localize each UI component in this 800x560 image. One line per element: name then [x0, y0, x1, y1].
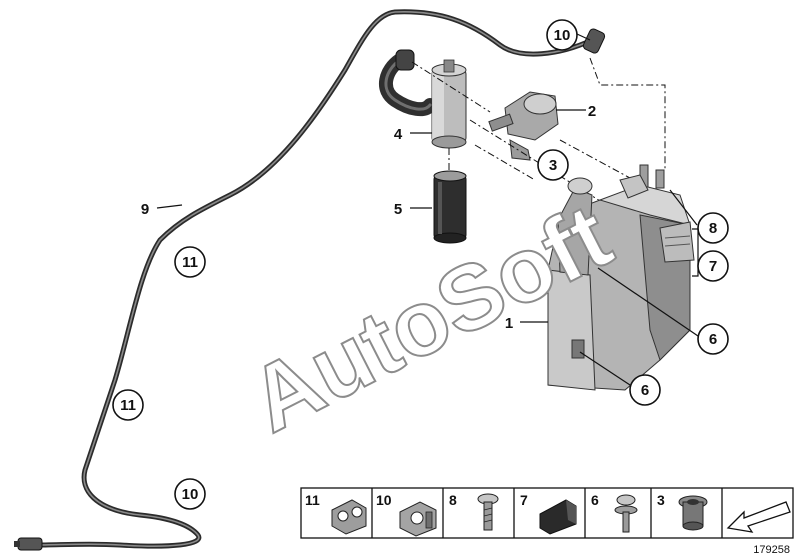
callout-label: 6 [709, 331, 717, 348]
image-id: 179258 [753, 544, 790, 556]
short-hose [379, 49, 437, 117]
callout-7: 7 [697, 250, 729, 282]
strip-label: 8 [449, 492, 457, 508]
callout-label: 4 [394, 126, 403, 143]
callout-label: 10 [554, 27, 571, 44]
arrow-icon [726, 501, 791, 533]
callout-11-b: 11 [112, 389, 144, 421]
callout-label: 8 [709, 220, 717, 237]
grommet-icon [678, 495, 708, 531]
strip-label: 3 [657, 492, 665, 508]
hose-clip-icon [399, 501, 437, 537]
callout-label: 7 [709, 258, 717, 275]
filter-cartridge [433, 170, 467, 244]
callout-6-b: 6 [629, 374, 661, 406]
strip-item-7: 7 [520, 492, 577, 535]
leader-lines [156, 33, 699, 386]
callout-10-bottom: 10 [174, 478, 206, 510]
parts-strip: 11 10 8 [300, 487, 794, 539]
screw-with-washer-icon [614, 494, 638, 533]
strip-item-10: 10 [376, 492, 437, 537]
vapour-line [14, 9, 606, 551]
callout-9: 9 [141, 201, 149, 218]
callout-label: 5 [394, 201, 402, 218]
strip-item-3: 3 [657, 492, 708, 531]
callout-5: 5 [394, 201, 402, 218]
callout-label: 10 [182, 486, 199, 503]
callout-8: 8 [697, 212, 729, 244]
callout-label: 6 [641, 382, 649, 399]
strip-item-6: 6 [591, 492, 638, 533]
double-hose-clip-icon [331, 499, 367, 535]
callout-label: 2 [588, 103, 596, 120]
charcoal-canister [547, 164, 695, 391]
strip-label: 11 [305, 492, 320, 508]
callout-10-top: 10 [546, 19, 578, 51]
callout-11-a: 11 [174, 246, 206, 278]
callout-label: 9 [141, 201, 149, 218]
strip-label: 10 [376, 492, 392, 508]
callout-label: 1 [505, 315, 513, 332]
callout-label: 11 [182, 254, 198, 271]
strip-label: 6 [591, 492, 599, 508]
callout-label: 11 [120, 397, 136, 414]
callout-4: 4 [394, 126, 403, 143]
callout-2: 2 [588, 103, 596, 120]
bolt-icon [477, 493, 499, 531]
callout-label: 3 [549, 157, 557, 174]
callout-1: 1 [505, 315, 513, 332]
strip-label: 7 [520, 492, 528, 508]
valve-cylinder [431, 59, 467, 149]
vent-valve [488, 91, 559, 161]
strip-item-8: 8 [449, 492, 499, 531]
callout-6-a: 6 [697, 323, 729, 355]
rubber-pad-icon [539, 499, 577, 535]
callout-3: 3 [537, 149, 569, 181]
strip-item-11: 11 [305, 492, 367, 535]
